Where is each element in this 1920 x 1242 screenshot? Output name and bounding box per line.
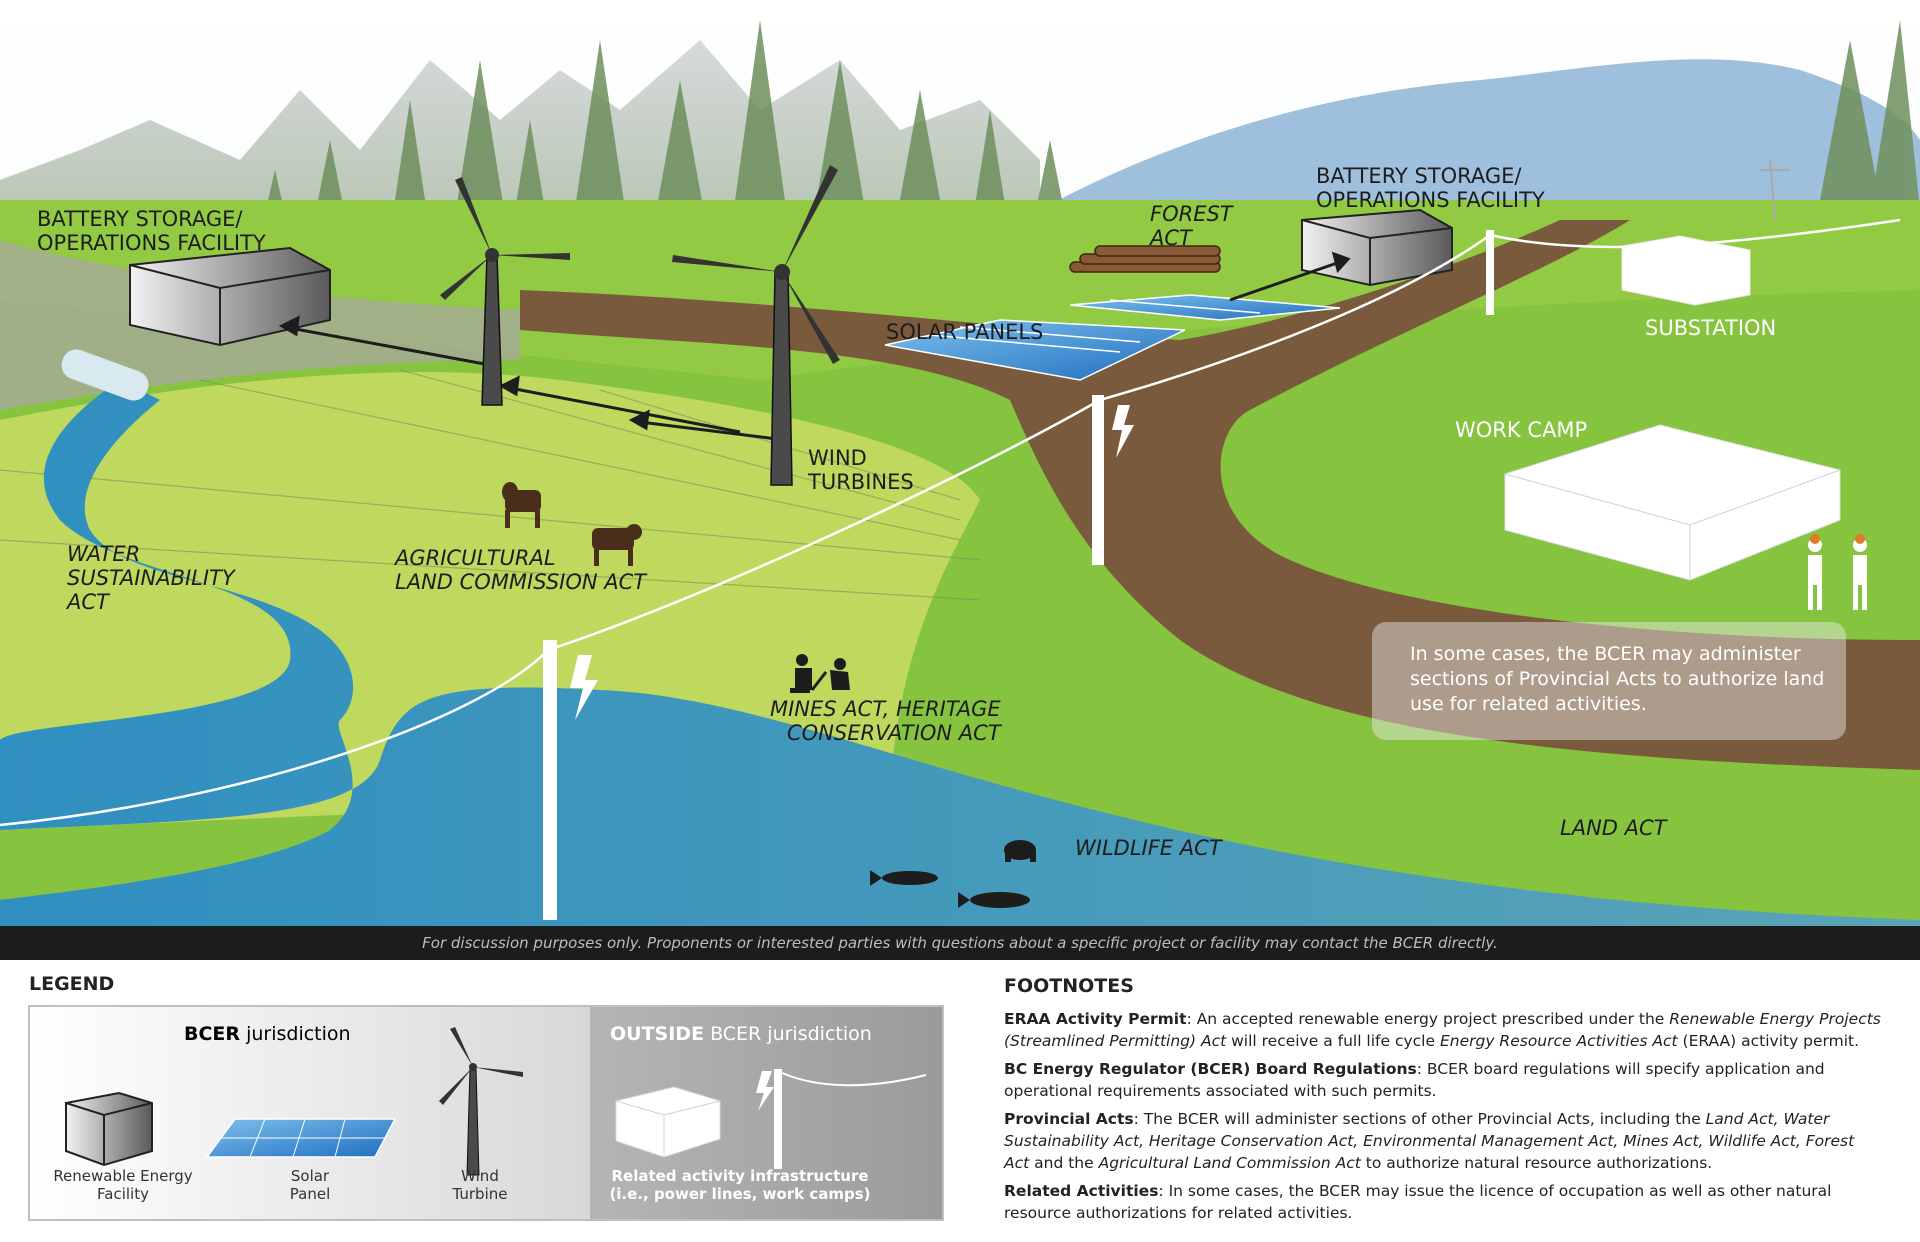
footnote-board: BC Energy Regulator (BCER) Board Regulat… xyxy=(1004,1058,1884,1102)
label-line: AGRICULTURAL xyxy=(395,546,556,570)
footnote-text: to authorize natural resource authorizat… xyxy=(1360,1154,1713,1172)
legend-title: LEGEND xyxy=(29,973,115,995)
legend-solar-icon xyxy=(205,1118,397,1158)
label-line: BATTERY STORAGE/ xyxy=(1316,164,1522,188)
footnote-text: and the xyxy=(1029,1154,1099,1172)
legend-outside-heading: OUTSIDE BCER jurisdiction xyxy=(610,1023,872,1045)
label-substation: SUBSTATION xyxy=(1645,316,1777,340)
label-wind-turbines: WIND TURBINES xyxy=(808,446,914,494)
legend-workcamp-icon xyxy=(615,1086,721,1158)
legend-turbine-icon xyxy=(439,1027,523,1176)
caption-line: Panel xyxy=(289,1185,331,1203)
label-wildlife-act: WILDLIFE ACT xyxy=(1075,836,1222,860)
label-line: CONSERVATION ACT xyxy=(787,721,1001,745)
caption-line: Solar xyxy=(290,1167,330,1185)
footnote-related: Related Activities: In some cases, the B… xyxy=(1004,1180,1884,1224)
river xyxy=(0,380,1920,960)
label-line: LAND COMMISSION ACT xyxy=(395,570,647,594)
wind-turbine-left xyxy=(440,177,570,406)
caption-line: Wind xyxy=(461,1167,499,1185)
work-camp xyxy=(1504,424,1841,581)
label-line: OPERATIONS FACILITY xyxy=(1316,188,1545,212)
legend-facility-caption: Renewable Energy Facility xyxy=(48,1167,198,1203)
footnote-term: Provincial Acts xyxy=(1004,1110,1134,1128)
legend-related-caption: Related activity infrastructure (i.e., p… xyxy=(600,1167,880,1203)
caption-line: Related activity infrastructure xyxy=(611,1167,869,1185)
label-battery-right: BATTERY STORAGE/ OPERATIONS FACILITY xyxy=(1316,164,1545,212)
surveyors-icon xyxy=(790,654,850,693)
label-line: ACT xyxy=(1150,226,1192,250)
label-agri-act: AGRICULTURAL LAND COMMISSION ACT xyxy=(395,546,646,594)
dirt-road xyxy=(520,220,1920,770)
legend-facility-icon xyxy=(65,1091,153,1167)
footnote-eraa: ERAA Activity Permit: An accepted renewa… xyxy=(1004,1008,1884,1052)
caption-line: Renewable Energy xyxy=(53,1167,193,1185)
footnotes-title: FOOTNOTES xyxy=(1004,975,1134,997)
legend-turbine-caption: Wind Turbine xyxy=(430,1167,530,1203)
legend-outside: OUTSIDE BCER jurisdiction Related activi… xyxy=(590,1007,942,1219)
frog-icon xyxy=(1004,840,1036,862)
logs-icon xyxy=(1069,245,1221,273)
label-line: WATER xyxy=(67,542,141,566)
label-line: ACT xyxy=(67,590,109,614)
footnote-text: (ERAA) activity permit. xyxy=(1677,1032,1860,1050)
footnote-text: : In some cases, the BCER may issue the … xyxy=(1004,1182,1832,1222)
footnotes: ERAA Activity Permit: An accepted renewa… xyxy=(1004,1008,1884,1230)
wind-turbine-right xyxy=(672,165,840,486)
caption-line: Facility xyxy=(97,1185,149,1203)
footnote-act: Energy Resource Activities Act xyxy=(1439,1032,1678,1050)
battery-storage-left xyxy=(129,246,331,347)
cattle-icon xyxy=(502,482,642,566)
power-lines xyxy=(0,159,1901,920)
footnote-act: Renewable Energy Projects (Streamlined P… xyxy=(1004,1010,1881,1050)
landscape-scene xyxy=(0,0,1920,960)
label-forest-act: FOREST ACT xyxy=(1150,202,1233,250)
fish-icon xyxy=(870,870,1030,908)
footnote-text: : An accepted renewable energy project p… xyxy=(1186,1010,1670,1028)
solar-panels xyxy=(884,294,1341,381)
label-land-act: LAND ACT xyxy=(1560,816,1667,840)
legend-outside-rest: BCER jurisdiction xyxy=(704,1023,872,1045)
caption-line: Turbine xyxy=(452,1185,508,1203)
caption-line: (i.e., power lines, work camps) xyxy=(609,1185,871,1203)
legend-powerline-icon xyxy=(756,1069,927,1169)
legend-inside-rest: jurisdiction xyxy=(240,1023,351,1045)
label-battery-left: BATTERY STORAGE/ OPERATIONS FACILITY xyxy=(37,207,266,255)
label-line: OPERATIONS FACILITY xyxy=(37,231,266,255)
label-mines-act: MINES ACT, HERITAGE CONSERVATION ACT xyxy=(770,697,1001,745)
label-line: WIND xyxy=(808,446,867,470)
footnote-act: Land Act, Water Sustainability Act, Heri… xyxy=(1004,1110,1855,1172)
footnote-act: Agricultural Land Commission Act xyxy=(1098,1154,1361,1172)
label-line: MINES ACT, HERITAGE xyxy=(770,697,1001,721)
label-line: SUSTAINABILITY xyxy=(67,566,235,590)
label-line: BATTERY STORAGE/ xyxy=(37,207,243,231)
legend-outside-bold: OUTSIDE xyxy=(610,1023,705,1045)
footnote-text: will receive a full life cycle xyxy=(1226,1032,1440,1050)
label-water-act: WATER SUSTAINABILITY ACT xyxy=(67,542,235,614)
legend-inside-heading: BCER jurisdiction xyxy=(184,1023,351,1045)
label-line: TURBINES xyxy=(808,470,914,494)
legend-inside-bold: BCER xyxy=(184,1023,241,1045)
info-note: In some cases, the BCER may administer s… xyxy=(1372,622,1846,740)
legend-solar-caption: Solar Panel xyxy=(270,1167,350,1203)
substation xyxy=(1621,235,1751,306)
footnote-provincial: Provincial Acts: The BCER will administe… xyxy=(1004,1108,1884,1174)
culvert xyxy=(61,349,149,401)
footnote-term: ERAA Activity Permit xyxy=(1004,1010,1187,1028)
workers-icon xyxy=(1808,534,1867,610)
footnote-text: : BCER board regulations will specify ap… xyxy=(1004,1060,1825,1100)
footnote-text: : The BCER will administer sections of o… xyxy=(1133,1110,1706,1128)
label-work-camp: WORK CAMP xyxy=(1455,418,1588,442)
mountain-right xyxy=(1040,59,1920,240)
footnote-term: Related Activities xyxy=(1004,1182,1159,1200)
label-line: FOREST xyxy=(1150,202,1233,226)
flow-arrows xyxy=(278,251,1351,442)
disclaimer-bar: For discussion purposes only. Proponents… xyxy=(0,926,1920,960)
footnote-term: BC Energy Regulator (BCER) Board Regulat… xyxy=(1004,1060,1417,1078)
label-solar-panels: SOLAR PANELS xyxy=(886,320,1044,344)
legend-inside: BCER jurisdiction Renewable Energy Facil… xyxy=(30,1007,590,1219)
legend-box: BCER jurisdiction Renewable Energy Facil… xyxy=(28,1005,944,1221)
